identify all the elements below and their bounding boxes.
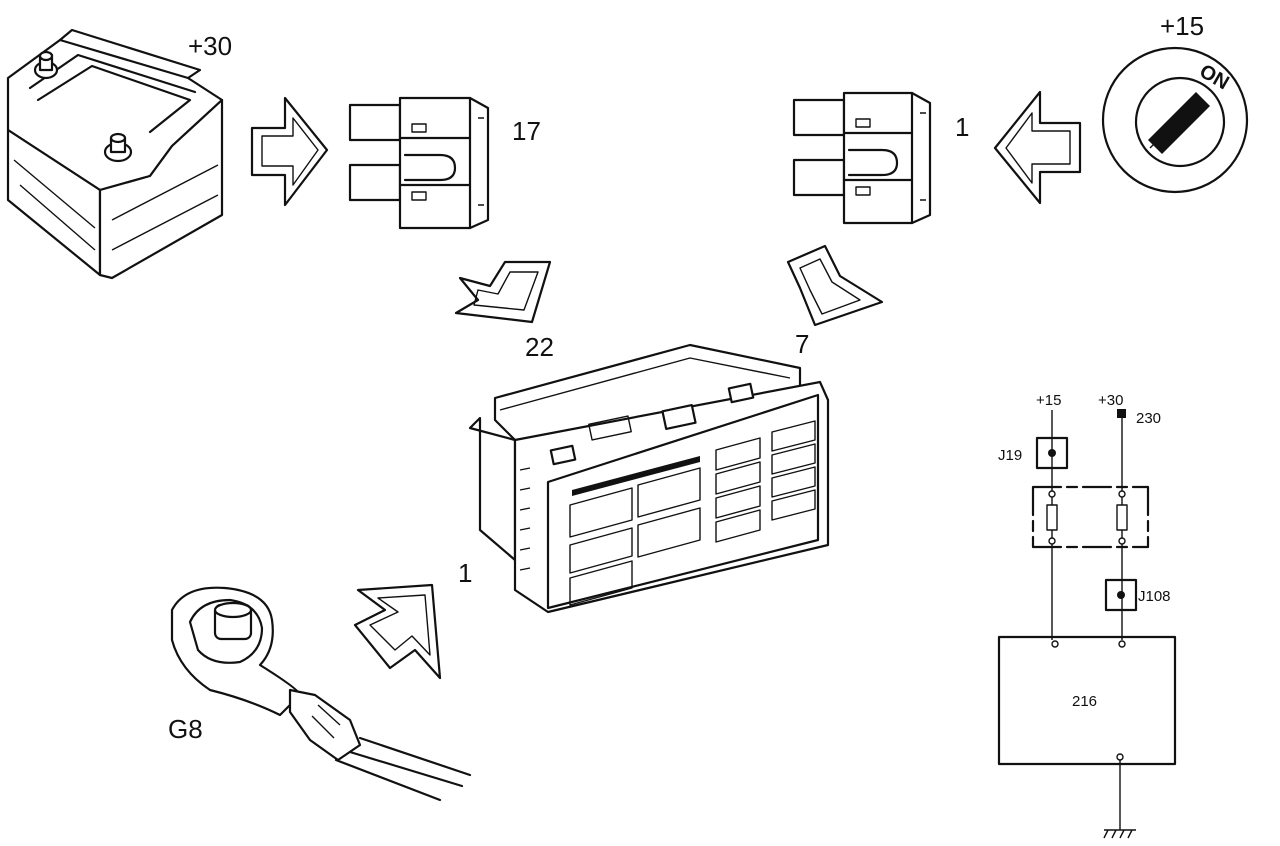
arrow-right-icon xyxy=(250,96,329,207)
arrow-left-pin-label: 22 xyxy=(525,332,554,362)
ground-point-label: G8 xyxy=(168,714,203,744)
fuse-symbol-right xyxy=(1116,504,1128,531)
fuse-left-icon xyxy=(348,96,490,230)
connector-j108-icon xyxy=(1104,578,1138,612)
fuse-symbol-left xyxy=(1046,504,1058,531)
schematic-supply-30: +30 xyxy=(1098,392,1123,409)
arrow-down-right-icon xyxy=(454,260,552,324)
schematic-supply-15: +15 xyxy=(1036,392,1061,409)
ignition-switch-icon xyxy=(1101,46,1249,194)
battery-terminal-label: +30 xyxy=(188,31,232,61)
arrow-down-left-icon xyxy=(786,244,884,327)
unit-216-box xyxy=(997,635,1177,766)
schematic-diagram xyxy=(997,409,1177,839)
schematic-unit-216: 216 xyxy=(1072,693,1097,710)
ground-arrow-pin-label: 1 xyxy=(458,558,472,588)
schematic-connector-j108: J108 xyxy=(1138,588,1171,605)
fuse-right-icon xyxy=(792,91,932,225)
wire-230-node xyxy=(1117,409,1126,418)
fuse-right-number: 1 xyxy=(955,112,969,142)
fuse-box-outline xyxy=(1031,485,1150,549)
connector-j19-icon xyxy=(1035,436,1069,470)
ignition-terminal-label: +15 xyxy=(1160,11,1204,41)
control-unit-icon xyxy=(468,343,830,614)
ground-symbol-icon xyxy=(1103,829,1136,839)
arrow-left-icon xyxy=(993,90,1082,205)
arrow-right-pin-label: 7 xyxy=(795,329,809,359)
schematic-connector-j19: J19 xyxy=(998,447,1022,464)
fuse-left-number: 17 xyxy=(512,116,541,146)
schematic-wire-230: 230 xyxy=(1136,410,1161,427)
ground-cable-icon xyxy=(170,586,472,802)
arrow-up-right-icon xyxy=(353,583,442,680)
battery-icon xyxy=(6,28,224,280)
